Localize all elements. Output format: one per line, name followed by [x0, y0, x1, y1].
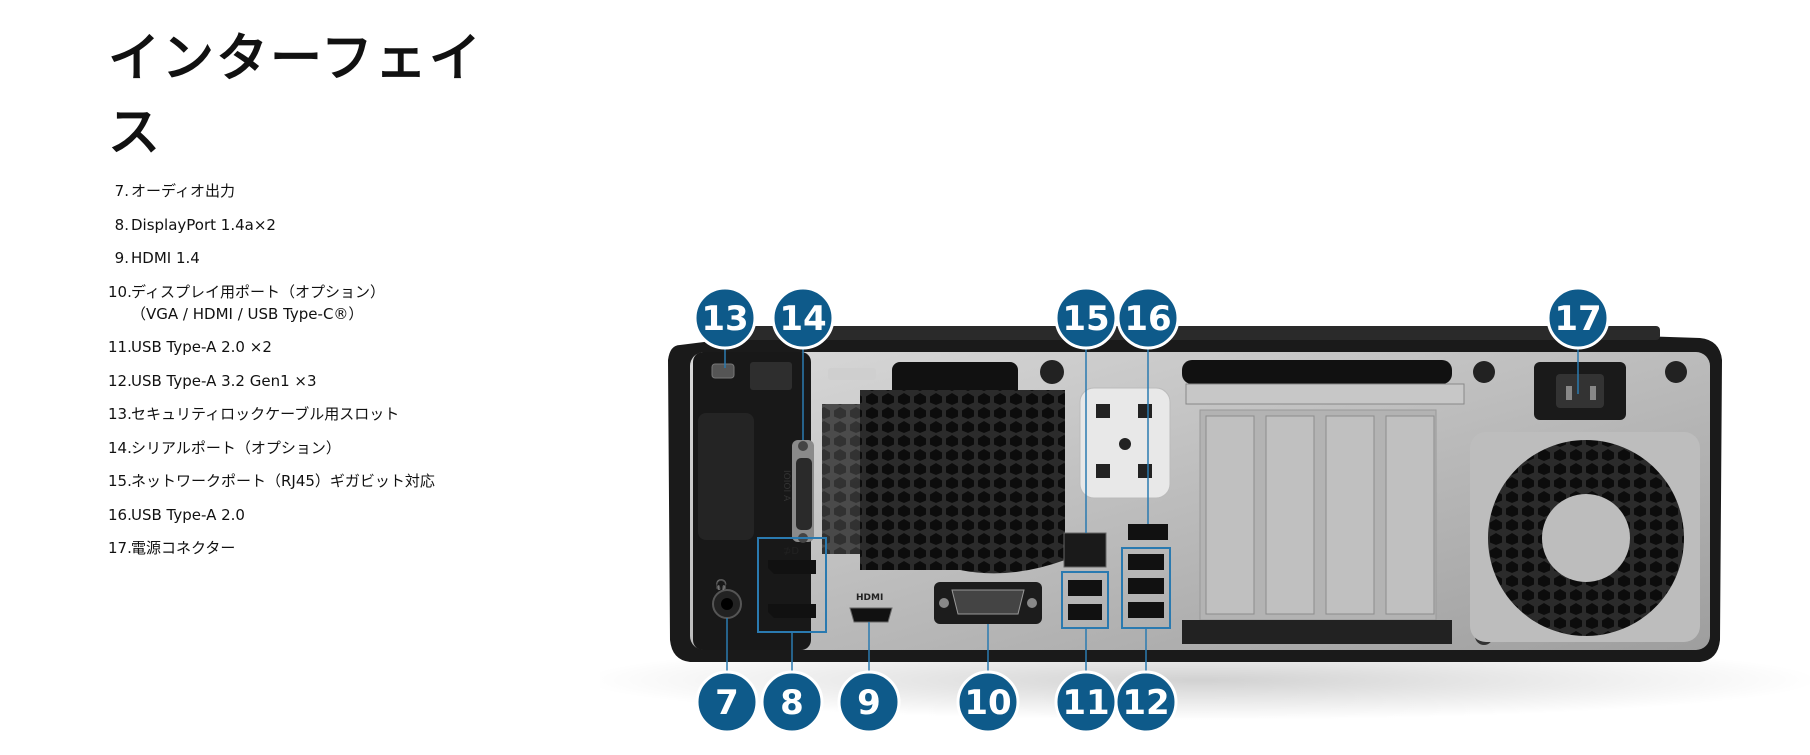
slot-bracket-top: [1182, 360, 1452, 384]
spec-item-12: 12USB Type-A 3.2 Gen1 ×3: [108, 370, 435, 392]
callout-13: 13: [693, 286, 757, 350]
svg-text:13: 13: [701, 299, 748, 339]
callout-15: 15: [1054, 286, 1118, 350]
svg-text:8: 8: [780, 683, 804, 723]
svg-text:7: 7: [715, 683, 739, 723]
hdmi-label: HDMI: [856, 593, 883, 603]
vga-port: [951, 589, 1025, 615]
lock-slot: [711, 363, 735, 379]
small-vent: [822, 404, 864, 554]
callout-8: 8: [760, 670, 824, 734]
callout-12: 12: [1114, 670, 1178, 734]
usb2-group: [1061, 571, 1109, 629]
spec-item-15: 15ネットワークポート（RJ45）ギガビット対応: [108, 470, 435, 492]
usb2-port-1: [1068, 580, 1102, 596]
callout-11: 11: [1054, 670, 1118, 734]
displayport-2: [768, 604, 816, 618]
serial-label: IOIOI A: [781, 470, 791, 502]
hex-vent: [860, 390, 1065, 574]
callout-9: 9: [837, 670, 901, 734]
spec-item-9: 9HDMI 1.4: [108, 247, 435, 269]
usb3-port-2: [1128, 578, 1164, 594]
spec-item-13: 13セキュリティロックケーブル用スロット: [108, 403, 435, 425]
hdmi-port: [849, 607, 893, 623]
svg-text:16: 16: [1124, 299, 1171, 339]
headset-icon: 🎧: [715, 578, 727, 591]
svg-text:10: 10: [964, 683, 1011, 723]
usb2-port-16: [1128, 524, 1168, 540]
pc-rear-illustration: IOIOI A 🎧 ⊅D HDMI: [600, 286, 1810, 734]
svg-text:15: 15: [1062, 299, 1109, 339]
screw-block: [750, 362, 792, 390]
dp-icon: ⊅D: [783, 546, 799, 557]
page-title: インターフェイス: [108, 29, 483, 163]
callout-14: 14: [771, 286, 835, 350]
rj45-port: [1063, 532, 1107, 568]
spec-item-8: 8DisplayPort 1.4a×2: [108, 214, 435, 236]
callout-lines: [724, 342, 1579, 672]
svg-text:14: 14: [779, 299, 826, 339]
latch: [828, 368, 876, 380]
spec-item-10: 10ディスプレイ用ポート（オプション）（VGA / HDMI / USB Typ…: [108, 281, 435, 325]
spec-item-17: 17電源コネクター: [108, 537, 435, 559]
usb3-port-3: [1128, 602, 1164, 618]
serial-port: [796, 458, 812, 530]
side-handle: [698, 413, 754, 540]
callout-7: 7: [695, 670, 759, 734]
spec-item-16: 16USB Type-A 2.0: [108, 504, 435, 526]
screw: [1040, 360, 1064, 384]
spec-item-14: 14シリアルポート（オプション）: [108, 437, 435, 459]
svg-text:11: 11: [1062, 683, 1109, 723]
svg-text:12: 12: [1122, 683, 1169, 723]
spec-item-11: 11USB Type-A 2.0 ×2: [108, 336, 435, 358]
svg-text:17: 17: [1554, 299, 1601, 339]
callout-17: 17: [1546, 286, 1610, 350]
chassis-top-ridge: [740, 326, 1660, 340]
usb3-port-1: [1128, 554, 1164, 570]
callout-16: 16: [1116, 286, 1180, 350]
spec-list: 7オーディオ出力 8DisplayPort 1.4a×2 9HDMI 1.4 1…: [108, 180, 435, 571]
displayport-1: [768, 560, 816, 574]
callout-10: 10: [956, 670, 1020, 734]
spec-item-7: 7オーディオ出力: [108, 180, 435, 202]
usb2-port-2: [1068, 604, 1102, 620]
pc-rear-image: IOIOI A 🎧 ⊅D HDMI: [600, 270, 1810, 755]
svg-text:9: 9: [857, 683, 881, 723]
slot-clamp: [1185, 383, 1465, 405]
